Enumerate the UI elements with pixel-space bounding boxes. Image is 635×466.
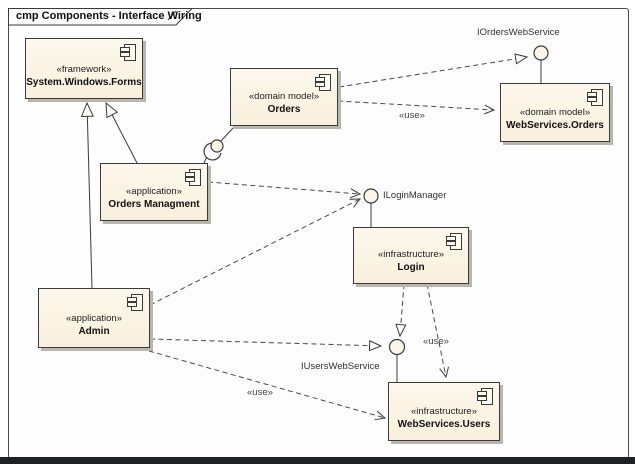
assembly-orders-ordersmanagment[interactable] bbox=[203, 126, 235, 164]
use-label-admin-wsusers: «use» bbox=[247, 387, 273, 398]
component-name: Login bbox=[397, 262, 425, 273]
use-label-orders-wsorders: «use» bbox=[399, 110, 425, 121]
component-stereotype: «domain model» bbox=[248, 90, 320, 102]
component-login[interactable]: «infrastructure» Login bbox=[353, 227, 469, 284]
bottom-bar bbox=[0, 457, 635, 464]
component-stereotype: «infrastructure» bbox=[410, 405, 477, 417]
dependency-admin-to-iloginmanager[interactable] bbox=[149, 198, 362, 306]
interface-ball-iordersweb[interactable] bbox=[533, 45, 549, 61]
diagram-title-tab bbox=[8, 8, 194, 26]
interface-label-iusersweb: IUsersWebService bbox=[301, 361, 380, 372]
use-login-to-webservicesusers[interactable] bbox=[426, 283, 450, 379]
component-orders-managment[interactable]: «application» Orders Managment bbox=[100, 163, 208, 221]
interface-label-iordersweb: IOrdersWebService bbox=[477, 27, 560, 38]
required-socket bbox=[203, 142, 222, 161]
generalization-admin-to-systemwindowsforms[interactable] bbox=[87, 103, 92, 289]
component-icon bbox=[185, 169, 201, 186]
component-icon bbox=[587, 89, 603, 106]
component-name: Admin bbox=[78, 326, 110, 337]
diagram-title: cmp Components - Interface Wiring bbox=[16, 10, 202, 22]
generalization-ordersmanagment-to-systemwindowsforms[interactable] bbox=[106, 103, 138, 164]
interface-ball-iloginmanager[interactable] bbox=[363, 188, 379, 204]
component-stereotype: «framework» bbox=[56, 63, 112, 75]
use-orders-to-webservicesorders[interactable] bbox=[337, 100, 496, 115]
use-label-login-wsusers: «use» bbox=[423, 336, 449, 347]
component-name: WebServices.Orders bbox=[506, 120, 604, 131]
component-icon bbox=[120, 44, 136, 61]
component-stereotype: «domain model» bbox=[519, 106, 591, 118]
component-name: Orders bbox=[267, 104, 301, 115]
interface-ball-iusersweb[interactable] bbox=[388, 338, 406, 356]
component-orders[interactable]: «domain model» Orders bbox=[230, 68, 338, 126]
dependency-admin-to-iusersweb[interactable] bbox=[149, 338, 381, 346]
component-name: WebServices.Users bbox=[397, 419, 491, 430]
dependency-login-to-iusersweb[interactable] bbox=[400, 283, 404, 336]
component-icon bbox=[315, 74, 331, 91]
component-admin[interactable]: «application» Admin bbox=[38, 288, 150, 348]
interface-iordersweb[interactable] bbox=[533, 45, 549, 83]
use-admin-to-webservicesusers[interactable] bbox=[148, 350, 387, 421]
interface-iloginmanager[interactable] bbox=[363, 188, 379, 227]
component-stereotype: «infrastructure» bbox=[377, 248, 444, 260]
interface-label-iloginmanager: ILoginManager bbox=[383, 190, 447, 201]
component-icon bbox=[127, 294, 143, 311]
component-stereotype: «application» bbox=[126, 185, 182, 197]
component-icon bbox=[446, 233, 462, 250]
dependency-orders-to-iordersweb[interactable] bbox=[338, 57, 527, 88]
component-webservices-orders[interactable]: «domain model» WebServices.Orders bbox=[500, 83, 610, 142]
tab-notch bbox=[167, 10, 177, 21]
component-name: System.Windows.Forms bbox=[26, 77, 142, 88]
provided-interface-ball[interactable] bbox=[210, 139, 224, 153]
component-stereotype: «application» bbox=[66, 312, 122, 324]
component-webservices-users[interactable]: «infrastructure» WebServices.Users bbox=[388, 382, 500, 441]
component-icon bbox=[477, 388, 493, 405]
component-name: Orders Managment bbox=[108, 199, 200, 210]
dependency-ordersmanagment-to-iloginmanager[interactable] bbox=[207, 181, 362, 199]
interface-iusersweb[interactable] bbox=[388, 338, 406, 383]
component-system-windows-forms[interactable]: «framework» System.Windows.Forms bbox=[25, 38, 143, 99]
